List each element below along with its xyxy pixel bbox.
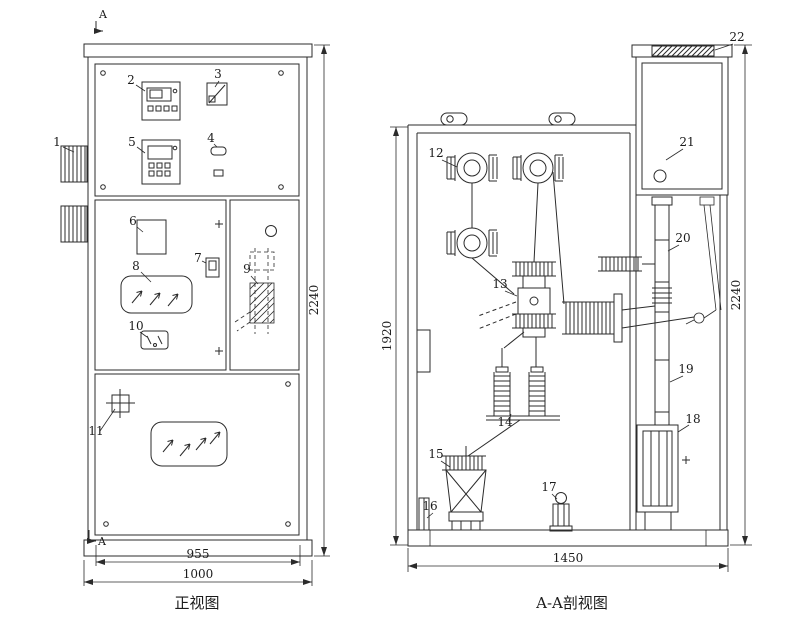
bushing-12b	[512, 152, 564, 184]
section-view	[407, 44, 733, 547]
cutout-6	[136, 219, 167, 255]
section-title: A-A剖视图	[535, 594, 608, 612]
protection-relay-2	[141, 81, 181, 121]
front-view: A A	[60, 8, 313, 557]
panel-screws	[100, 70, 291, 527]
callout-6: 6	[129, 214, 137, 228]
instrument-panel	[94, 63, 300, 197]
latch-7	[205, 257, 220, 278]
support-17	[549, 492, 573, 532]
callout-1: 1	[53, 135, 61, 149]
dim-955: 955	[187, 547, 210, 561]
callout-21: 21	[679, 135, 694, 149]
callout-13: 13	[492, 277, 507, 291]
dim-2240-front: 2240	[307, 285, 321, 316]
cable-gland-1b	[60, 205, 88, 243]
callout-labels: 1 2 3 4 5 6 7 8 9 10 11 12 13 14 15 16 1…	[53, 30, 744, 513]
mechanism-9	[234, 248, 275, 334]
cabinet-top-cap	[83, 43, 313, 58]
relay-box-21	[631, 44, 733, 196]
callout-20: 20	[675, 231, 690, 245]
wall-insulator	[561, 293, 695, 343]
section-letter-top: A	[98, 8, 108, 21]
callout-22: 22	[729, 30, 744, 44]
wall-bracket	[416, 329, 431, 373]
insulator-20	[597, 256, 655, 272]
callout-15: 15	[428, 447, 443, 461]
door-bottom	[94, 373, 300, 536]
callout-19: 19	[678, 362, 693, 376]
lamp-4	[210, 146, 227, 177]
bushing-12a	[446, 152, 498, 184]
bus-links	[471, 171, 565, 305]
front-dimensions: 955 1000 2240	[83, 44, 330, 586]
bottom-window	[150, 421, 228, 467]
dim-1920: 1920	[380, 321, 394, 352]
callout-8: 8	[132, 259, 140, 273]
louver-22	[651, 45, 715, 57]
callout-18: 18	[685, 412, 700, 426]
indicator-3	[206, 82, 228, 106]
door-middle-left	[94, 199, 227, 371]
front-title: 正视图	[174, 594, 219, 612]
door-screw-crosses	[215, 220, 223, 355]
callout-7: 7	[194, 251, 202, 265]
riser-19-20	[651, 196, 673, 425]
support-insulators-14	[467, 331, 560, 457]
callout-9: 9	[243, 262, 251, 276]
window-8	[120, 275, 193, 314]
callout-4: 4	[207, 131, 215, 145]
cable-gland-1a	[60, 145, 88, 183]
lifting-lugs	[440, 112, 576, 126]
enclosure	[407, 124, 729, 547]
callout-2: 2	[127, 73, 135, 87]
protection-relay-5	[141, 139, 181, 185]
bushing-12c	[446, 227, 498, 259]
door-middle-right	[229, 199, 300, 371]
lock-11	[106, 389, 135, 418]
socket-10	[140, 330, 169, 350]
dim-1000: 1000	[183, 567, 214, 581]
callout-17: 17	[541, 480, 556, 494]
earthing-box-18	[636, 424, 690, 531]
section-mark-bottom: A	[86, 530, 107, 548]
callout-12: 12	[428, 146, 443, 160]
callout-leaders	[62, 43, 734, 519]
dim-1450: 1450	[553, 551, 584, 565]
callout-14: 14	[497, 415, 513, 429]
cabinet-base	[83, 539, 313, 557]
section-mark-top: A	[93, 8, 108, 35]
callout-3: 3	[214, 67, 222, 81]
section-dimensions: 1920 2240 1450	[380, 44, 752, 572]
dim-2240-section: 2240	[729, 280, 743, 311]
knob-9-circle	[265, 225, 277, 237]
callout-5: 5	[128, 135, 136, 149]
section-letter-bottom: A	[97, 535, 107, 548]
callout-11: 11	[88, 424, 103, 438]
callout-16: 16	[422, 499, 437, 513]
callout-10: 10	[128, 319, 143, 333]
current-transformer-15	[441, 446, 487, 531]
operating-linkage	[685, 196, 722, 325]
cable-clamp-16	[418, 497, 430, 531]
